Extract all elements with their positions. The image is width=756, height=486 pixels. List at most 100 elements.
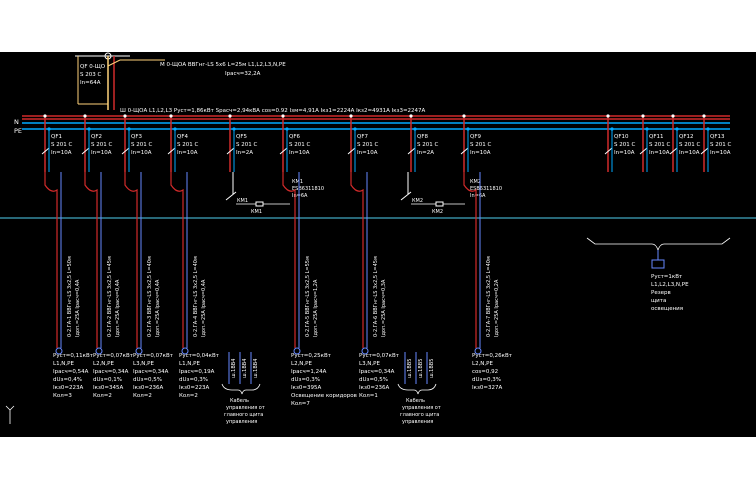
load-text: L2,N,PE (291, 361, 312, 367)
single-line-diagram: М 0-ЩОА ВВГнг-LS 5х6 L=25м L1,L2,L3,N,PE… (0, 52, 756, 425)
cable-label: 0-2.ГА-5 ВВГнг-LS 3х2,5 L=55м (305, 256, 311, 337)
breaker-name: QF3 (131, 134, 142, 140)
control1-wire-2: ш.1ВВ4 (242, 359, 248, 378)
load-text: Кол=2 (133, 393, 152, 399)
load-text: Освещение коридоров (291, 393, 357, 399)
km2-coil-label: КМ2 (432, 209, 443, 215)
cable-current: Iдоп.=25А Iрасч=1,2А (313, 279, 319, 337)
input-breaker-type: S 203 C (80, 72, 101, 78)
cable-label: 0-2.ГА-1 ВВГнг-LS 3х2,5 L=50м (67, 256, 73, 337)
load-text: dUз=0,3% (179, 377, 208, 383)
load-text: Кол=2 (93, 393, 112, 399)
load-text: dUз=0,3% (291, 377, 320, 383)
km1-label: КМ1 (237, 198, 248, 204)
control1-label-4: управления (226, 419, 257, 425)
ucs-icon (5, 405, 15, 424)
breaker-qf9: QF9 S 201 C In=10A (460, 114, 491, 172)
breaker-name: QF10 (614, 134, 629, 140)
load-text: dUз=0,4% (53, 377, 82, 383)
breaker-rating: In=2A (236, 150, 253, 156)
input-breaker-name: QF 0-ЩО (80, 64, 106, 70)
load-text: L3,N,PE (133, 361, 154, 367)
load-text: Iрасч=0,34А (359, 369, 395, 375)
breaker-name: QF4 (177, 134, 188, 140)
load-text: dUз=0,3% (472, 377, 501, 383)
bus-label-pe: PE (14, 127, 22, 135)
load-text: Iрасч=0,34А (93, 369, 129, 375)
bus-label-n: N (14, 118, 19, 126)
breaker-name: QF7 (357, 134, 368, 140)
contactor-km1: КМ1 КМ1 КМ1 ESB6311810 In=6A (225, 172, 324, 215)
breaker-rating: In=10A (91, 150, 112, 156)
reserve-phases: L1,L2,L3,N,PE (651, 282, 689, 288)
control1-label-2: управления от (226, 405, 265, 411)
load-text: Iкз0=327А (472, 385, 502, 391)
cable-current: Iдоп.=25А Iрасч=0,4А (115, 279, 121, 337)
breaker-rating: In=10A (679, 150, 700, 156)
load-text: Руст=0,07кВт (133, 353, 174, 359)
breaker-rating: In=10A (51, 150, 72, 156)
feeder-group: 0-2.ГА-1 ВВГнг-LS 3х2,5 L=50м Iдоп.=25А I… (44, 172, 513, 407)
load-text: Руст=0,11кВт (53, 353, 94, 359)
breaker-name: QF6 (289, 134, 300, 140)
breaker-rating: In=10A (289, 150, 310, 156)
control2-label-3: главного щита (400, 412, 439, 418)
km2-label: КМ2 (412, 198, 423, 204)
load-text: Кол=2 (179, 393, 198, 399)
load-text: L3,N,PE (359, 361, 380, 367)
reserve-panel: щита (651, 298, 666, 304)
breaker-type: S 201 C (470, 142, 491, 148)
cable-current: Iдоп.=25А Iрасч=0,3А (381, 279, 387, 337)
load-text: Iкз0=395А (291, 385, 321, 391)
breaker-type: S 201 C (614, 142, 635, 148)
km1-coil-label: КМ1 (251, 209, 262, 215)
control2-wire-3: ш.1ВВ5 (429, 359, 435, 378)
load-text: Iкз0=345А (93, 385, 123, 391)
cable-current: Iдоп.=25А Iрасч=0,4А (155, 279, 161, 337)
load-text: Руст=0,07кВт (359, 353, 400, 359)
breaker-name: QF8 (417, 134, 428, 140)
load-text: L2,N,PE (93, 361, 114, 367)
breaker-name: QF1 (51, 134, 62, 140)
breaker-type: S 201 C (710, 142, 731, 148)
breaker-rating: In=10A (131, 150, 152, 156)
cable-label: 0-2.ГА-2 ВВГнг-LS 3х2,5 L=45м (107, 256, 113, 337)
cable-current: Iдоп.=25А Iрасч=0,2А (494, 279, 500, 337)
load-text: Руст=0,26кВт (472, 353, 513, 359)
load-text: L1,N,PE (53, 361, 74, 367)
control1-label-3: главного щита (224, 412, 263, 418)
load-text: dUз=0,5% (359, 377, 388, 383)
control1-wire-1: ш.1ВВ4 (231, 359, 237, 378)
load-text: Кол=1 (359, 393, 378, 399)
load-text: L1,N,PE (179, 361, 200, 367)
breaker-rating: In=10A (649, 150, 670, 156)
cable-current: Iдоп.=25А Iрасч=0,4А (201, 279, 207, 337)
reserve-power: Руст=1кВт (651, 274, 683, 280)
control1-wire-3: ш.1ВВ4 (253, 359, 259, 378)
load-text: dUз=0,1% (93, 377, 122, 383)
breaker-name: QF13 (710, 134, 725, 140)
control2-wire-2: ш.1ВВ5 (418, 359, 424, 378)
diagram-canvas: М 0-ЩОА ВВГнг-LS 5х6 L=25м L1,L2,L3,N,PE… (0, 52, 756, 437)
load-text: cos=0,92 (472, 369, 498, 375)
rcd1-name: КМ1 (292, 179, 303, 185)
contactor-km2: КМ2 КМ2 КМ2 ESB6311810 In=6A (400, 172, 502, 215)
breaker-type: S 201 C (357, 142, 378, 148)
cable-label: 0-2.ГА-6 ВВГнг-LS 3х2,5 L=45м (373, 256, 379, 337)
input-cable-label: М 0-ЩОА ВВГнг-LS 5х6 L=25м L1,L2,L3,N,PE (160, 62, 286, 68)
breaker-rating: In=10A (470, 150, 491, 156)
load-text: Руст=0,04кВт (179, 353, 220, 359)
cable-label: 0-2.ГА-4 ВВГнг-LS 3х2,5 L=40м (193, 256, 199, 337)
breaker-name: QF9 (470, 134, 481, 140)
